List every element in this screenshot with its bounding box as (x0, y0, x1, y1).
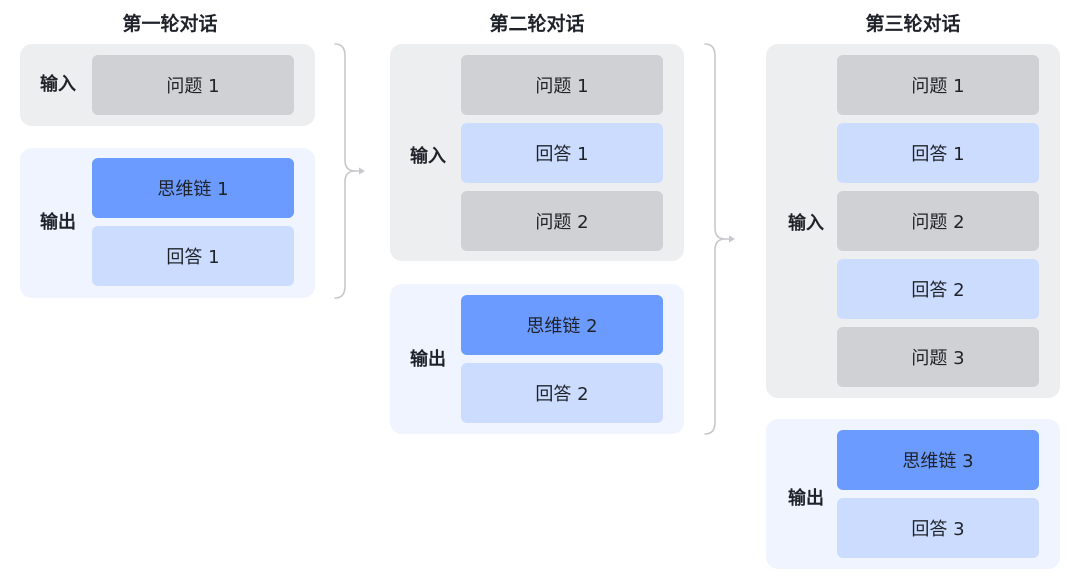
round-1-output-panel: 输出 思维链 1 回答 1 (20, 148, 315, 298)
round-2-output-chain-of-thought: 思维链 2 (461, 295, 663, 355)
round-3-output-chain-of-thought: 思维链 3 (837, 430, 1039, 490)
round-1-output-chain-of-thought: 思维链 1 (92, 158, 294, 218)
round-2-input-question-2: 问题 2 (461, 191, 663, 251)
round-2-input-label: 输入 (410, 146, 446, 167)
round-1-to-2-arrowhead (359, 167, 365, 175)
round-2-output-panel: 输出 思维链 2 回答 2 (390, 284, 684, 434)
round-3-output-label: 输出 (788, 488, 824, 509)
round-2-to-3-bracket (704, 43, 726, 435)
round-2-input-panel: 输入 问题 1 回答 1 问题 2 (390, 44, 684, 261)
round-1-to-2-bracket (334, 43, 356, 299)
round-1-input-label: 输入 (40, 74, 76, 95)
round-2-to-3-arrowhead (729, 235, 735, 243)
round-3-input-question-3: 问题 3 (837, 327, 1039, 387)
round-3-input-answer-1: 回答 1 (837, 123, 1039, 183)
round-3-input-label: 输入 (788, 213, 824, 234)
round-1-output-answer: 回答 1 (92, 226, 294, 286)
round-3-input-question-2: 问题 2 (837, 191, 1039, 251)
round-2-input-answer-1: 回答 1 (461, 123, 663, 183)
round-1-input-panel: 输入 问题 1 (20, 44, 315, 126)
round-3-input-panel: 输入 问题 1 回答 1 问题 2 回答 2 问题 3 (766, 44, 1060, 398)
round-3-output-answer: 回答 3 (837, 498, 1039, 558)
round-2-output-answer: 回答 2 (461, 363, 663, 423)
round-3-title: 第三轮对话 (865, 13, 961, 35)
round-3-input-answer-2: 回答 2 (837, 259, 1039, 319)
round-3-output-panel: 输出 思维链 3 回答 3 (766, 419, 1060, 569)
round-1-title: 第一轮对话 (122, 13, 218, 35)
round-2-output-label: 输出 (410, 349, 446, 370)
round-2-input-question-1: 问题 1 (461, 55, 663, 115)
round-2-title: 第二轮对话 (489, 13, 585, 35)
round-1-input-question-1: 问题 1 (92, 55, 294, 115)
round-1-output-label: 输出 (40, 212, 76, 233)
round-3-input-question-1: 问题 1 (837, 55, 1039, 115)
